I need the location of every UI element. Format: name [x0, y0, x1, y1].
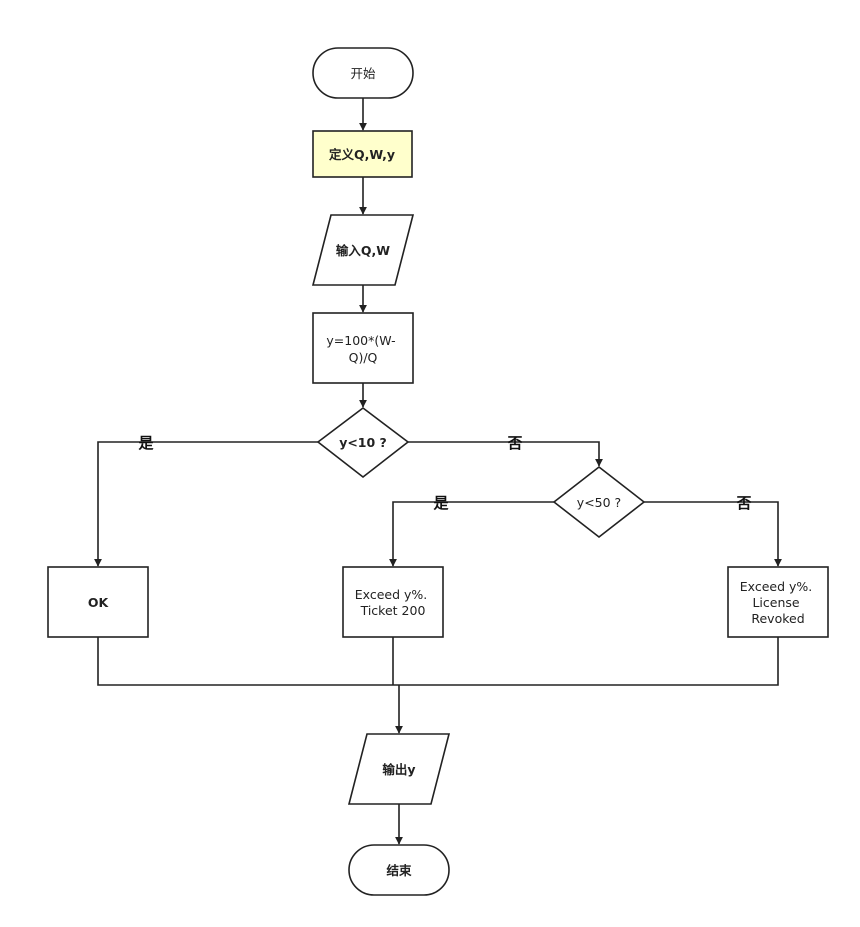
calc-label-line-2: Q)/Q — [349, 350, 378, 365]
ok-label: OK — [88, 595, 110, 610]
edge-label-d1-yes: 是 — [137, 434, 154, 452]
edge-label-d1-no: 否 — [506, 434, 522, 452]
edge-label-d2-yes: 是 — [432, 494, 449, 512]
start-label: 开始 — [350, 66, 376, 81]
start-node: 开始 — [312, 47, 414, 99]
decision-1-label: y<10 ? — [339, 435, 387, 450]
input-label: 输入Q,W — [336, 243, 390, 258]
edge-merge-bus — [97, 637, 779, 686]
edge-label-d2-no: 否 — [735, 494, 751, 512]
ticket-label-line-1: Exceed y%. — [355, 587, 428, 602]
calc-label-line-1: y=100*(W- — [326, 333, 395, 348]
input-node: 输入Q,W — [311, 214, 415, 286]
revoked-node: Exceed y%. License Revoked — [727, 566, 829, 638]
edge-decision2-no — [644, 501, 782, 567]
revoked-label-line-2: License — [752, 595, 799, 610]
define-label: 定义Q,W,y — [328, 147, 395, 162]
output-label: 输出y — [382, 762, 415, 777]
edge-decision1-no — [408, 441, 603, 467]
decision-2-node: y<50 ? — [552, 465, 646, 539]
decision-1-node: y<10 ? — [316, 406, 410, 479]
edge-decision1-yes — [94, 441, 318, 567]
calc-label: y=100*(W- Q)/Q — [326, 333, 399, 365]
revoked-label: Exceed y%. License Revoked — [740, 579, 816, 626]
ticket-node: Exceed y%. Ticket 200 — [342, 566, 444, 638]
end-label: 结束 — [386, 863, 412, 878]
ticket-label-line-2: Ticket 200 — [360, 603, 426, 618]
revoked-label-line-1: Exceed y%. — [740, 579, 813, 594]
end-node: 结束 — [348, 844, 450, 896]
calc-node: y=100*(W- Q)/Q — [312, 312, 414, 384]
ticket-label: Exceed y%. Ticket 200 — [355, 587, 431, 618]
revoked-label-line-3: Revoked — [751, 611, 804, 626]
edge-decision2-yes — [389, 501, 554, 567]
decision-2-label: y<50 ? — [577, 495, 621, 510]
ok-node: OK — [47, 566, 149, 638]
output-node: 输出y — [347, 733, 451, 805]
define-node: 定义Q,W,y — [312, 130, 413, 178]
